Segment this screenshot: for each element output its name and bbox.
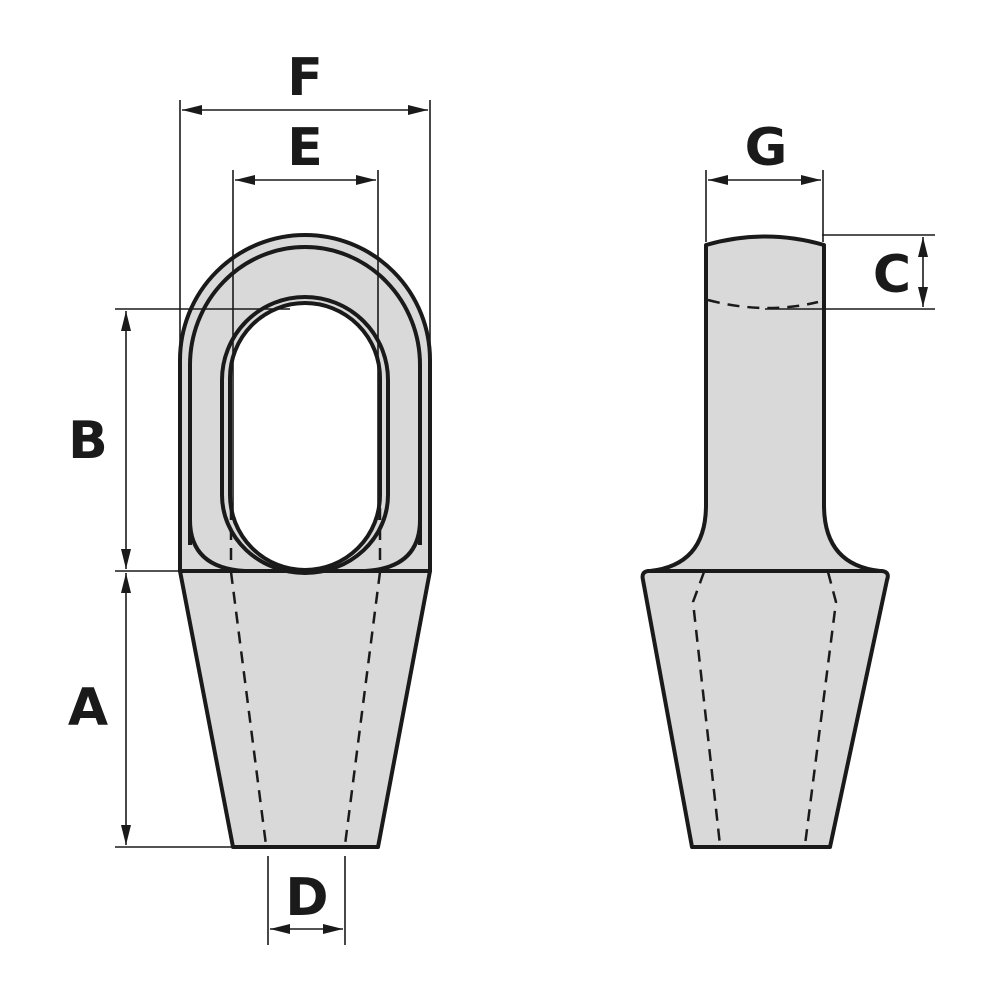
side-shank bbox=[648, 234, 882, 573]
dimension-g: G bbox=[705, 118, 824, 242]
side-view bbox=[640, 234, 890, 849]
label-c: C bbox=[873, 245, 911, 305]
front-inner-bore-left bbox=[229, 571, 268, 846]
front-inner-bore-right bbox=[343, 571, 382, 846]
front-eye-ring bbox=[188, 245, 422, 545]
label-e: E bbox=[287, 118, 323, 178]
label-g: G bbox=[745, 118, 788, 178]
label-d: D bbox=[285, 868, 328, 928]
label-b: B bbox=[68, 411, 108, 471]
side-inner-bore-left bbox=[691, 571, 722, 846]
front-eye-hole bbox=[228, 301, 382, 572]
dimension-b: B bbox=[68, 308, 290, 572]
dimension-c: C bbox=[765, 234, 935, 310]
front-tapered-body bbox=[178, 569, 432, 849]
dimension-d: D bbox=[267, 856, 346, 945]
side-inner-bore-right bbox=[803, 571, 838, 846]
front-view bbox=[178, 233, 432, 849]
dimension-f: F bbox=[179, 48, 431, 360]
label-f: F bbox=[287, 48, 323, 108]
side-tapered-body bbox=[640, 569, 890, 849]
dimension-a: A bbox=[68, 573, 233, 848]
front-eye-hole-rim bbox=[220, 295, 390, 575]
label-a: A bbox=[68, 678, 108, 738]
dimension-e: E bbox=[232, 118, 379, 520]
